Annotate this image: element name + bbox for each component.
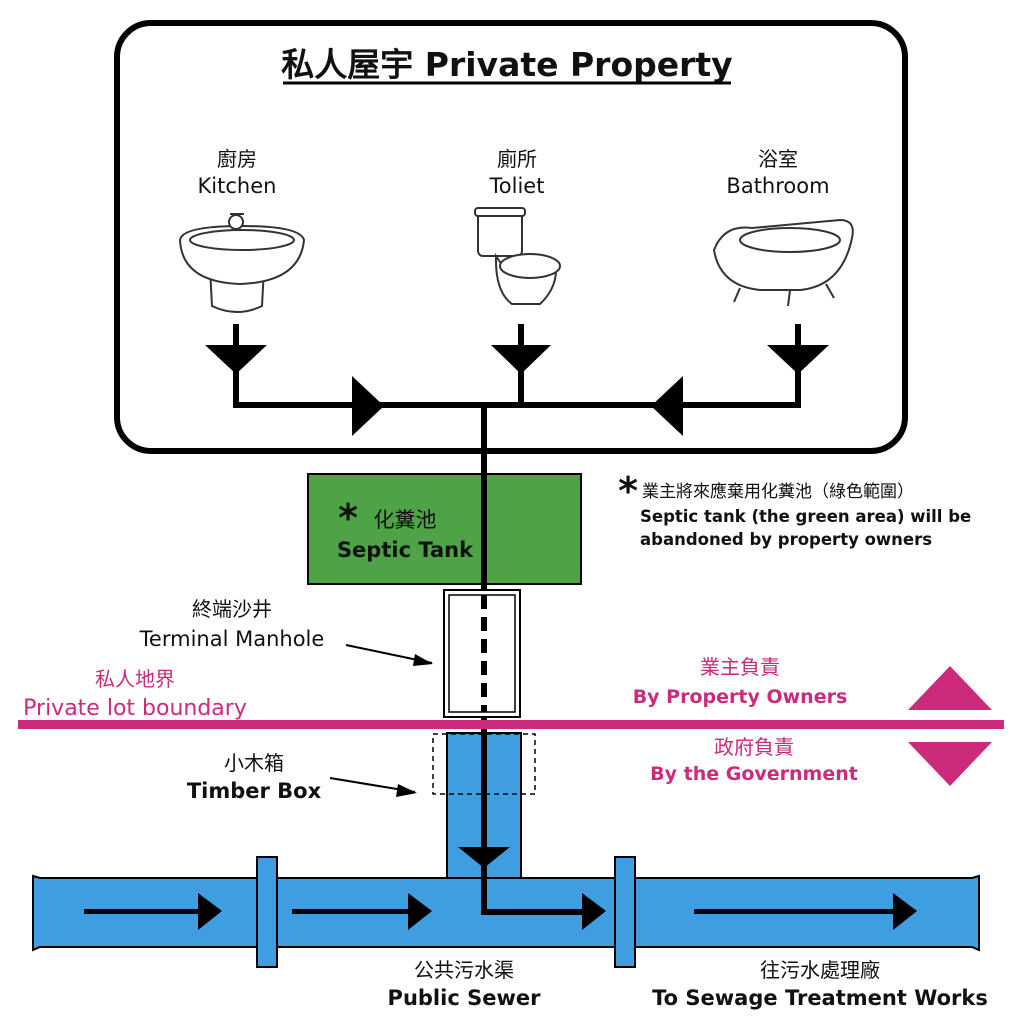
toilet-icon bbox=[474, 207, 561, 305]
terminal-manhole-pointer-head bbox=[413, 654, 433, 666]
bathtub-icon bbox=[712, 218, 854, 307]
septic-tank-asterisk: * bbox=[338, 496, 358, 540]
timber-box-label-zh: 小木箱 bbox=[224, 751, 284, 775]
kitchen-label-zh: 廚房 bbox=[217, 147, 257, 171]
septic-tank bbox=[307, 473, 582, 585]
note-zh: 業主將來應棄用化糞池（綠色範圍） bbox=[642, 481, 914, 502]
private-lot-boundary-line bbox=[18, 720, 1004, 729]
toilet-label-en: Toliet bbox=[489, 174, 545, 198]
timber-box-pointer-head bbox=[396, 784, 417, 797]
boundary-label-en: Private lot boundary bbox=[23, 696, 247, 721]
sink-icon bbox=[178, 213, 306, 313]
government-label-zh: 政府負責 bbox=[714, 735, 794, 759]
timber-box-label-en: Timber Box bbox=[187, 779, 322, 803]
public-sewer-label-zh: 公共污水渠 bbox=[414, 958, 514, 982]
septic-tank-label-en: Septic Tank bbox=[337, 538, 474, 562]
public-sewer-label-en: Public Sewer bbox=[388, 986, 542, 1010]
flow-arrows-private bbox=[205, 345, 829, 436]
note-asterisk: * bbox=[618, 469, 638, 513]
flow-arrows-sewer bbox=[84, 847, 917, 930]
treatment-label-zh: 往污水處理廠 bbox=[760, 958, 880, 982]
owners-label-zh: 業主負責 bbox=[700, 655, 780, 679]
owners-up-triangle-icon bbox=[908, 666, 992, 710]
toilet-label-zh: 廁所 bbox=[497, 147, 537, 171]
kitchen-label-en: Kitchen bbox=[198, 174, 277, 198]
boundary-label-zh: 私人地界 bbox=[95, 667, 175, 691]
terminal-manhole bbox=[443, 589, 521, 718]
bathroom-label-zh: 浴室 bbox=[758, 147, 798, 171]
government-down-triangle-icon bbox=[908, 742, 992, 786]
septic-tank-label-zh: 化糞池 bbox=[374, 508, 437, 532]
note-en-line2: abandoned by property owners bbox=[640, 530, 932, 549]
treatment-label-en: To Sewage Treatment Works bbox=[652, 986, 988, 1010]
government-label-en: By the Government bbox=[650, 763, 858, 785]
note-en-line1: Septic tank (the green area) will be bbox=[640, 507, 971, 526]
bathroom-label-en: Bathroom bbox=[726, 174, 829, 198]
owners-label-en: By Property Owners bbox=[633, 686, 848, 708]
terminal-manhole-label-zh: 終端沙井 bbox=[192, 597, 272, 621]
terminal-manhole-label-en: Terminal Manhole bbox=[139, 627, 325, 651]
page-title: 私人屋宇 Private Property bbox=[281, 45, 732, 84]
